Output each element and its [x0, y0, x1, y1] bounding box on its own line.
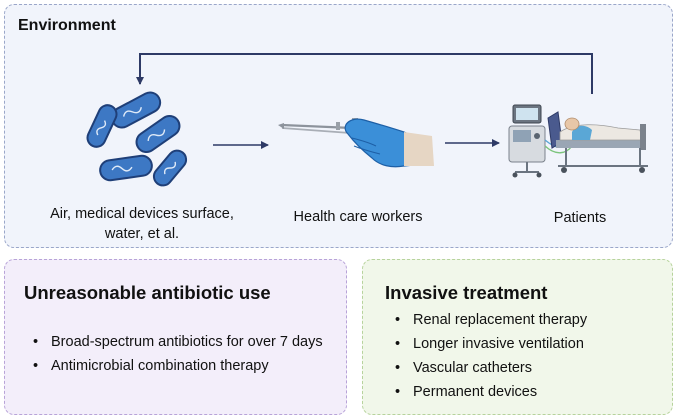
invasive-treatment-list: Renal replacement therapy Longer invasiv… [393, 310, 663, 406]
antibiotic-use-panel: Unreasonable antibiotic use Broad-spectr… [4, 259, 347, 415]
invasive-treatment-panel: Invasive treatment Renal replacement the… [362, 259, 673, 415]
gloved-hand-forceps-icon [278, 118, 434, 168]
bacteria-icon [86, 91, 188, 187]
list-item: Permanent devices [393, 382, 663, 402]
invasive-treatment-title: Invasive treatment [385, 282, 548, 303]
environment-title: Environment [18, 17, 116, 34]
antibiotic-use-list: Broad-spectrum antibiotics for over 7 da… [31, 332, 336, 380]
list-item: Broad-spectrum antibiotics for over 7 da… [31, 332, 336, 352]
feedback-loop-arrow [136, 53, 593, 94]
list-item: Vascular catheters [393, 358, 663, 378]
sources-label-line2: water, et al. [104, 226, 180, 242]
sources-label: Air, medical devices surface, water, et … [22, 204, 262, 244]
list-item: Antimicrobial combination therapy [31, 356, 336, 376]
sources-label-line1: Air, medical devices surface, [50, 206, 234, 222]
workers-label: Health care workers [293, 209, 423, 225]
list-item: Longer invasive ventilation [393, 334, 663, 354]
antibiotic-use-title: Unreasonable antibiotic use [24, 282, 271, 303]
list-item: Renal replacement therapy [393, 310, 663, 330]
patients-label: Patients [553, 210, 607, 226]
icu-patient-icon [508, 104, 648, 178]
